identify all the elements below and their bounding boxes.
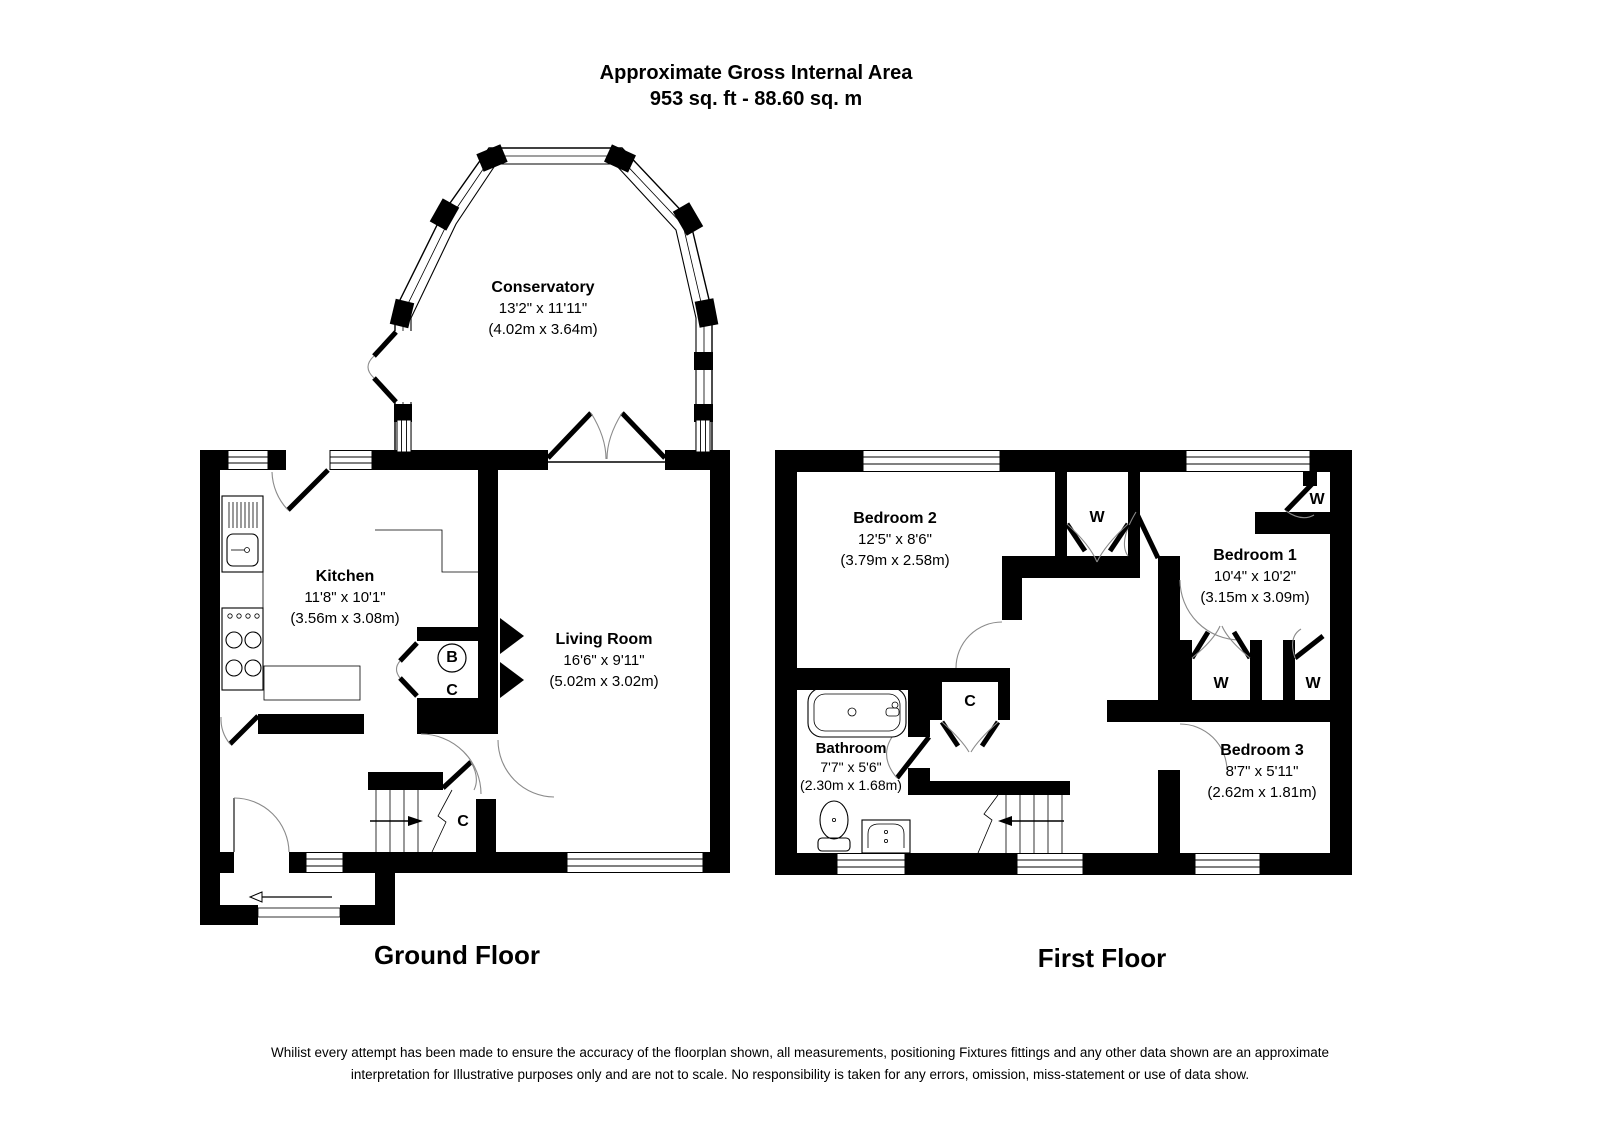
- wardrobe-marker: W: [1213, 675, 1229, 692]
- kitchen-sink: [221, 495, 264, 573]
- first-floor-doors: [886, 482, 1325, 780]
- disclaimer-line1: Whilist every attempt has been made to e…: [270, 1045, 1330, 1060]
- basin: [861, 819, 911, 854]
- room-label-living-room: Living Room 16'6" x 9'11" (5.02m x 3.02m…: [549, 631, 659, 690]
- room-label-bedroom2: Bedroom 2 12'5" x 8'6" (3.79m x 2.58m): [840, 510, 950, 569]
- bathtub: [807, 687, 907, 738]
- room-label-bedroom1: Bedroom 1 10'4" x 10'2" (3.15m x 3.09m): [1200, 547, 1310, 606]
- cupboard-marker: C: [446, 682, 458, 699]
- first-floor-stairs: [977, 794, 1064, 854]
- title-line1: Approximate Gross Internal Area: [599, 62, 913, 84]
- conservatory-structure: [367, 144, 719, 463]
- ground-floor-windows: [227, 419, 711, 873]
- stairs-cupboard-marker: C: [457, 813, 469, 830]
- kitchen-worktop: [262, 496, 478, 701]
- disclaimer: Whilist every attempt has been made to e…: [271, 1042, 1329, 1086]
- page-title: Approximate Gross Internal Area 953 sq. …: [600, 60, 913, 112]
- boiler-circle: [437, 643, 467, 673]
- wardrobe-marker: W: [1305, 675, 1321, 692]
- wardrobe-marker: W: [1309, 491, 1325, 508]
- first-floor-windows: [836, 450, 1311, 875]
- disclaimer-line2: interpretation for Illustrative purposes…: [350, 1067, 1250, 1082]
- ground-floor-stairs: [370, 789, 453, 853]
- boiler-marker: B: [446, 649, 458, 666]
- fireplace: [500, 618, 524, 698]
- ground-floor-caption: Ground Floor: [373, 940, 541, 970]
- toilet: [817, 800, 851, 852]
- room-label-conservatory: Conservatory 13'2" x 11'11" (4.02m x 3.6…: [488, 279, 598, 338]
- ground-floor-doors: [220, 411, 667, 853]
- room-label-kitchen: Kitchen 11'8" x 10'1" (3.56m x 3.08m): [290, 568, 400, 627]
- entrance-marker: [248, 891, 341, 918]
- room-label-bathroom: Bathroom 7'7" x 5'6" (2.30m x 1.68m): [800, 740, 902, 793]
- first-floor-structure: [775, 450, 1352, 875]
- first-floor-caption: First Floor: [1037, 943, 1167, 973]
- wardrobe-marker: W: [1089, 509, 1105, 526]
- title-line2: 953 sq. ft - 88.60 sq. m: [649, 88, 863, 110]
- ground-floor-structure: [200, 411, 730, 925]
- kitchen-cooker: [221, 607, 264, 691]
- room-label-bedroom3: Bedroom 3 8'7" x 5'11" (2.62m x 1.81m): [1207, 742, 1317, 801]
- landing-cupboard-marker: C: [964, 693, 976, 710]
